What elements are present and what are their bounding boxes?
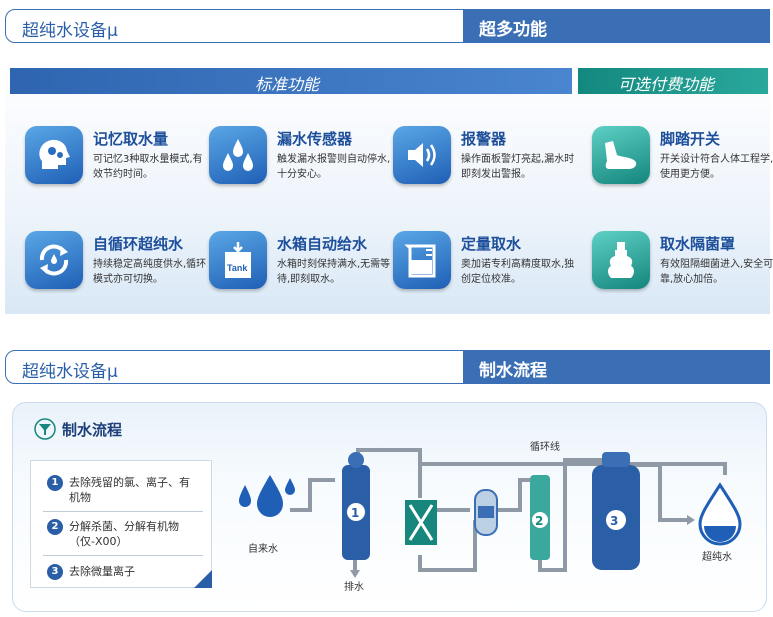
beaker-icon — [393, 231, 451, 289]
step-text: 去除微量离子 — [69, 565, 135, 578]
feature-desc: 可记忆3种取水量模式,有效节约时间。 — [93, 154, 203, 180]
feature-title: 漏水传感器 — [277, 130, 353, 148]
filter-2-num: 2 — [535, 514, 543, 528]
head-gear-icon — [25, 126, 83, 184]
step-number: 2 — [47, 519, 63, 535]
feature-title: 水箱自动给水 — [277, 235, 368, 253]
speaker-icon — [393, 126, 451, 184]
feature-circulation: 自循环超纯水 持续稳定高纯度供水,循环模式亦可切换。 — [25, 231, 206, 311]
optional-band: 可选付费功能 — [578, 68, 768, 94]
corner-triangle — [194, 570, 212, 588]
filter-3-num: 3 — [610, 514, 618, 528]
header-tag: 制水流程 — [463, 350, 770, 384]
feature-desc: 有效阻隔细菌进入,安全可靠,放心加倍。 — [660, 259, 773, 285]
header-tag: 超多功能 — [463, 9, 770, 43]
step-text: 去除残留的氯、离子、有机物 — [69, 476, 190, 504]
section-header-process: 超纯水设备μ 制水流程 — [5, 350, 770, 386]
feature-desc: 触发漏水报警则自动停水,十分安心。 — [277, 154, 391, 180]
foot-icon — [592, 126, 650, 184]
tank-icon: Tank — [209, 231, 267, 289]
feature-leak-sensor: 漏水传感器 触发漏水报警则自动停水,十分安心。 — [209, 126, 390, 206]
section-title: 超多功能 — [479, 20, 547, 40]
ultrapure-label: 超纯水 — [702, 550, 732, 563]
filter-1-num: 1 — [351, 506, 359, 520]
feature-memory: 记忆取水量 可记忆3种取水量模式,有效节约时间。 — [25, 126, 205, 206]
filter-3: 3 — [592, 452, 640, 570]
process-diagram: 自来水 1 排水 2 3 循环线 超纯水 — [239, 440, 742, 593]
tap-water-label: 自来水 — [248, 542, 278, 555]
product-name: 超纯水设备μ — [22, 362, 118, 382]
loop-label: 循环线 — [530, 440, 560, 453]
standard-label: 标准功能 — [255, 75, 320, 94]
features-panel: 标准功能 可选付费功能 记忆取水量 可记忆3种取水量模式,有效节约时间。 漏水传… — [5, 56, 773, 314]
filter-2: 2 — [530, 475, 550, 560]
feature-title: 脚踏开关 — [660, 130, 721, 148]
ultrapure-icon — [698, 482, 742, 546]
feature-desc: 开关设计符合人体工程学,使用更方便。 — [660, 154, 773, 180]
water-drops-icon — [209, 126, 267, 184]
feature-desc: 奥加诺专利高精度取水,独创定位校准。 — [461, 259, 575, 285]
bottle-icon — [592, 231, 650, 289]
process-steps: 1 去除残留的氯、离子、有机物 2 分解杀菌、分解有机物（仅-X00） 3 去除… — [30, 460, 212, 588]
feature-title: 报警器 — [461, 130, 507, 148]
feature-tank-refill: Tank 水箱自动给水 水箱时刻保持满水,无需等待,即刻取水。 — [209, 231, 390, 311]
cartridge — [474, 489, 498, 536]
feature-title: 定量取水 — [461, 235, 522, 253]
tap-water-icon — [239, 475, 295, 517]
header-pill: 超纯水设备μ — [5, 350, 465, 384]
divider — [43, 511, 203, 512]
header-pill: 超纯水设备μ — [5, 9, 465, 43]
feature-desc: 持续稳定高纯度供水,循环模式亦可切换。 — [93, 259, 207, 285]
feature-title: 记忆取水量 — [93, 130, 169, 148]
feature-fixed-volume: 定量取水 奥加诺专利高精度取水,独创定位校准。 — [393, 231, 574, 311]
section-title: 制水流程 — [479, 361, 547, 381]
feature-title: 取水隔菌罩 — [660, 235, 736, 253]
feature-alarm: 报警器 操作面板警灯亮起,漏水时即刻发出警报。 — [393, 126, 574, 206]
step-number: 3 — [47, 564, 63, 580]
divider — [43, 555, 203, 556]
tank-label: Tank — [227, 263, 248, 273]
feature-germ-shield: 取水隔菌罩 有效阻隔细菌进入,安全可靠,放心加倍。 — [592, 231, 773, 311]
filter-1: 1 — [342, 452, 370, 560]
section-header-features: 超纯水设备μ 超多功能 — [5, 9, 770, 45]
step-number: 1 — [47, 475, 63, 491]
process-title: 制水流程 — [62, 421, 123, 439]
funnel-icon — [34, 418, 56, 444]
standard-band: 标准功能 — [10, 68, 572, 94]
product-name: 超纯水设备μ — [22, 21, 118, 41]
optional-label: 可选付费功能 — [618, 75, 715, 94]
feature-desc: 水箱时刻保持满水,无需等待,即刻取水。 — [277, 259, 391, 285]
recycle-icon — [25, 231, 83, 289]
feature-foot-switch: 脚踏开关 开关设计符合人体工程学,使用更方便。 — [592, 126, 773, 206]
feature-title: 自循环超纯水 — [93, 235, 184, 253]
feature-desc: 操作面板警灯亮起,漏水时即刻发出警报。 — [461, 154, 575, 180]
step-text: 分解杀菌、分解有机物（仅-X00） — [69, 520, 179, 548]
drain-label: 排水 — [344, 580, 364, 593]
uv-unit — [405, 500, 437, 545]
